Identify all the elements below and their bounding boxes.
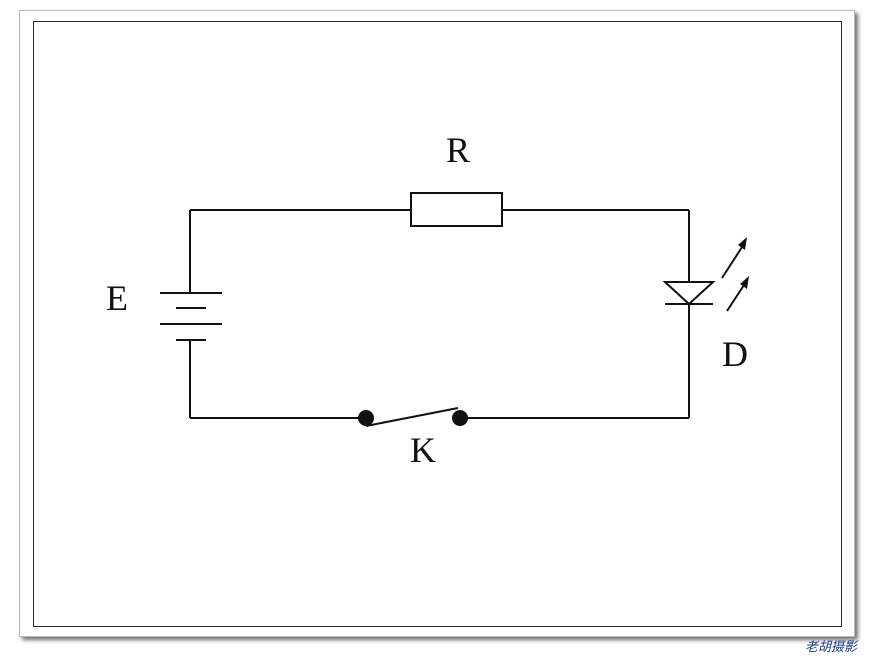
label-battery: E [106, 278, 128, 318]
label-resistor: R [446, 130, 470, 170]
light-arrow-head-2 [740, 276, 749, 289]
diode-triangle [662, 281, 716, 306]
switch-contact-right [452, 410, 468, 426]
light-arrow-2 [726, 281, 747, 312]
resistor-symbol [410, 192, 503, 227]
label-diode: D [722, 334, 748, 374]
label-switch: K [410, 430, 436, 470]
light-arrow-head-1 [738, 237, 747, 250]
switch-contact-left [358, 410, 374, 426]
watermark: 老胡摄影 [804, 640, 857, 655]
diagram-border [33, 21, 842, 627]
switch-blade [365, 407, 459, 427]
light-arrow-1 [721, 243, 745, 279]
page-frame [19, 10, 855, 637]
